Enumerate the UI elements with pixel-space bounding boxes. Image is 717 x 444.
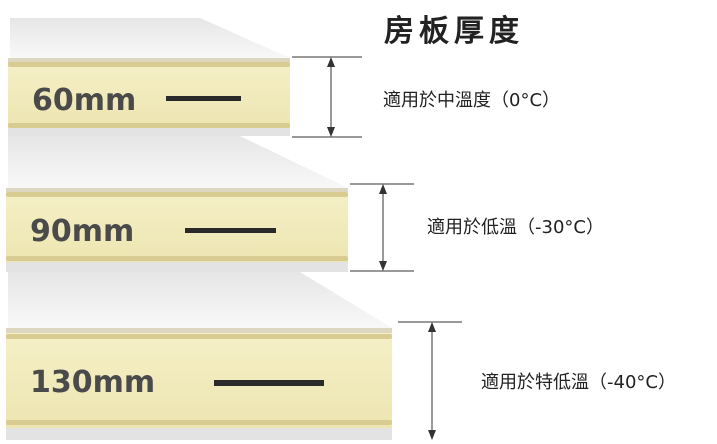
panel-60mm-usage-label: 適用於中溫度（0°C） [383,90,561,111]
panel-130mm-usage-label: 適用於特低溫（-40°C） [481,372,676,393]
panel-130mm-dash [214,380,324,386]
dimension-marker-130mm [398,321,462,440]
panel-90mm [6,136,348,272]
panel-90mm-rail-top [6,192,348,197]
panel-130mm-top-face [8,272,392,328]
panel-90mm-top-face [8,136,348,188]
panel-130mm-top-skin [6,328,392,333]
panel-60mm-rail-top [8,62,290,67]
panel-60mm-top-face [10,18,290,58]
panel-60mm-thickness-label: 60mm [32,83,137,118]
panel-130mm [6,272,392,440]
panel-90mm-bottom-skin [6,262,348,272]
panel-60mm-rail-bottom [8,123,290,128]
panel-130mm-thickness-label: 130mm [30,365,156,400]
panel-90mm-thickness-label: 90mm [30,214,135,249]
panel-90mm-top-skin [6,188,348,192]
panel-90mm-usage-label: 適用於低溫（-30°C） [427,217,604,238]
panel-90mm-rail-bottom [6,256,348,261]
diagram-title: 房板厚度 [384,14,524,49]
panel-60mm-dash [166,96,241,101]
panel-130mm-rail-bottom [6,420,392,425]
panel-60mm-bottom-skin [8,128,290,136]
panel-90mm-dash [185,228,276,233]
panel-130mm-bottom-skin [6,428,392,440]
dimension-marker-60mm [292,56,362,138]
panel-60mm-top-skin [8,58,290,63]
panel-60mm [8,18,290,136]
dimension-marker-90mm [350,183,414,272]
panel-130mm-rail-top [6,334,392,339]
